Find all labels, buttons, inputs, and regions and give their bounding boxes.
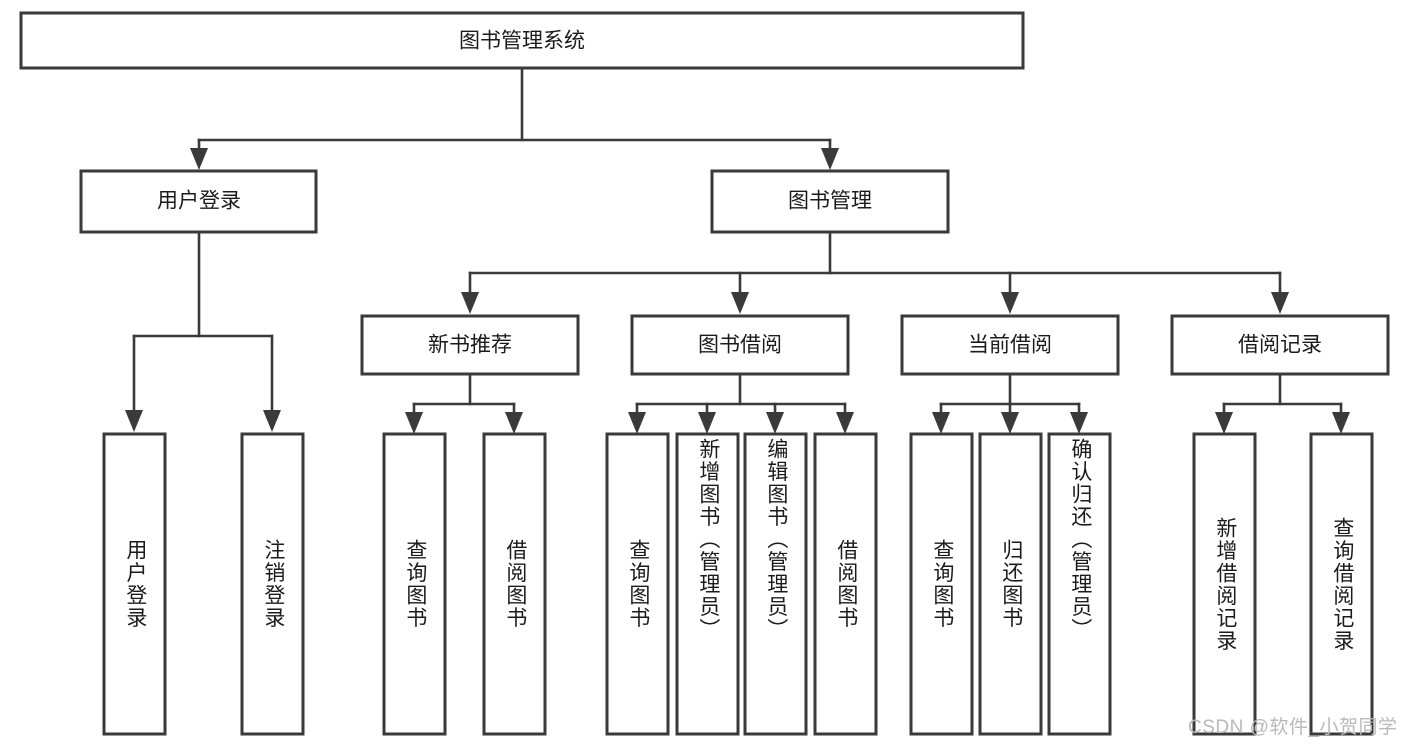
node-user-login-label: 用户登录 [157,190,241,213]
leaf-boxes [102,432,1374,736]
node-current-borrow[interactable]: 当前借阅 [900,314,1120,376]
node-leaf-add-record-box[interactable] [1192,432,1257,736]
node-user-login-box[interactable] [79,169,318,234]
connector-group-user-login [125,230,281,432]
node-user-login[interactable]: 用户登录 [79,169,318,234]
node-leaf-add-book-box[interactable] [675,432,740,736]
connector-group-book-borrow [628,372,854,434]
node-leaf-query-book-2-box[interactable] [605,432,670,736]
node-leaf-query-book-1-box[interactable] [382,432,447,736]
node-leaf-borrow-book-1-box[interactable] [482,432,547,736]
connector-group-root [190,66,839,170]
node-new-book-recommend-label: 新书推荐 [428,334,512,357]
connector-group-borrow-record [1215,372,1350,434]
node-book-manage-box[interactable] [710,169,950,234]
node-leaf-query-record-box[interactable] [1309,432,1374,736]
connector-group-book-manage [461,230,1289,314]
node-borrow-record[interactable]: 借阅记录 [1170,314,1390,376]
node-book-manage-label: 图书管理 [788,190,872,213]
node-book-borrow-box[interactable] [630,314,850,376]
node-book-borrow-label: 图书借阅 [698,334,782,357]
node-book-borrow[interactable]: 图书借阅 [630,314,850,376]
node-leaf-borrow-book-2-box[interactable] [813,432,878,736]
node-root[interactable]: 图书管理系统 [19,11,1025,70]
node-current-borrow-label: 当前借阅 [968,334,1052,357]
node-borrow-record-box[interactable] [1170,314,1390,376]
node-root-box[interactable] [19,11,1025,70]
watermark: CSDN @软件_小贺同学 [1188,717,1398,738]
node-leaf-confirm-return-box[interactable] [1047,432,1112,736]
connector-group-new-book-recommend [405,372,523,434]
node-new-book-recommend[interactable]: 新书推荐 [360,314,580,376]
node-leaf-user-login-box[interactable] [102,432,167,736]
node-leaf-query-book-3-box[interactable] [909,432,974,736]
node-current-borrow-box[interactable] [900,314,1120,376]
node-borrow-record-label: 借阅记录 [1238,334,1322,357]
node-leaf-return-book-box[interactable] [978,432,1043,736]
node-book-manage[interactable]: 图书管理 [710,169,950,234]
node-new-book-recommend-box[interactable] [360,314,580,376]
node-root-label: 图书管理系统 [459,30,585,53]
node-leaf-edit-book-box[interactable] [743,432,808,736]
connector-group-current-borrow [932,372,1088,434]
node-leaf-user-logout-box[interactable] [240,432,305,736]
